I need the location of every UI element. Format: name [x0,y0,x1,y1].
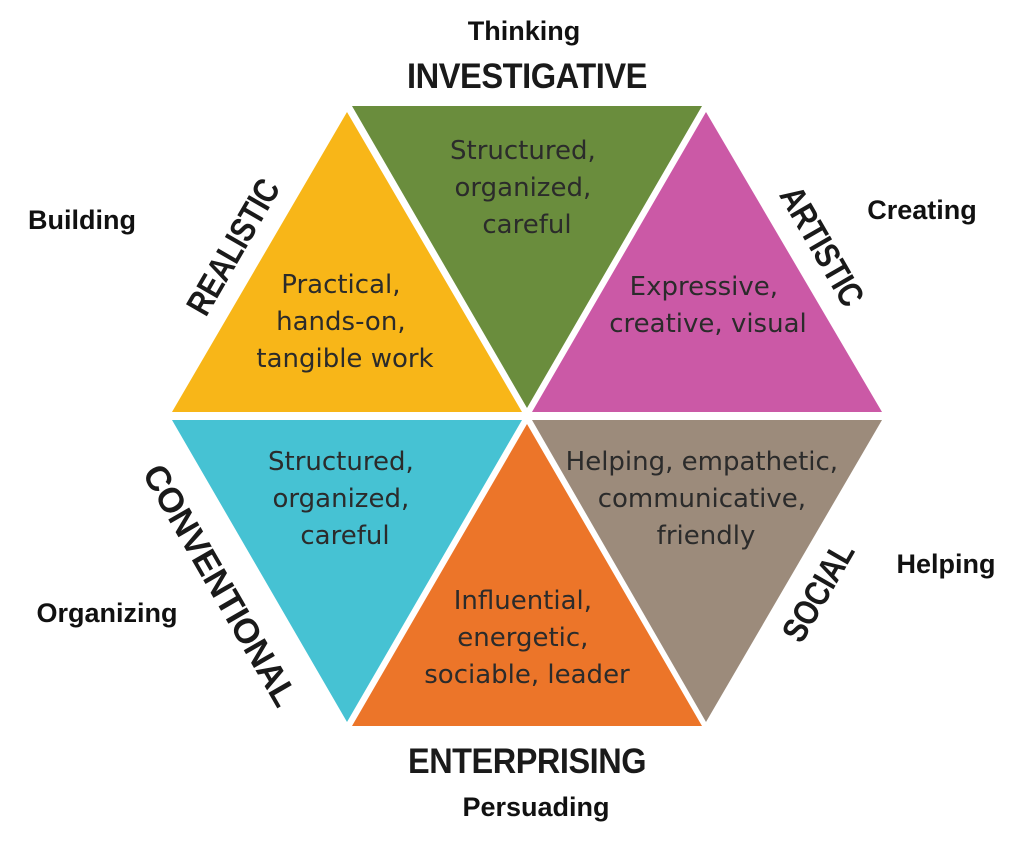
social-triangle [532,420,882,722]
enterprising-verb: Persuading [462,792,609,822]
social-verb: Helping [897,549,996,579]
enterprising-desc: Influential, energetic, sociable, leader [424,586,630,690]
realistic-verb: Building [28,205,136,235]
realistic-desc: Practical, hands-on, tangible work [256,270,433,374]
conventional-triangle [172,420,522,722]
enterprising-triangle [352,424,702,726]
artistic-triangle [532,112,882,412]
social-desc: Helping, empathetic, communicative, frie… [566,447,847,551]
investigative-triangle [352,106,702,408]
investigative-verb: Thinking [468,16,580,46]
investigative-desc: Structured, organized, careful [450,136,604,240]
conventional-verb: Organizing [37,598,178,628]
artistic-desc: Expressive, creative, visual [609,272,806,339]
enterprising-type-label: ENTERPRISING [408,742,646,781]
realistic-triangle [172,112,522,412]
investigative-type-label: INVESTIGATIVE [407,57,647,96]
artistic-verb: Creating [867,195,977,225]
conventional-desc: Structured, organized, careful [268,447,422,551]
